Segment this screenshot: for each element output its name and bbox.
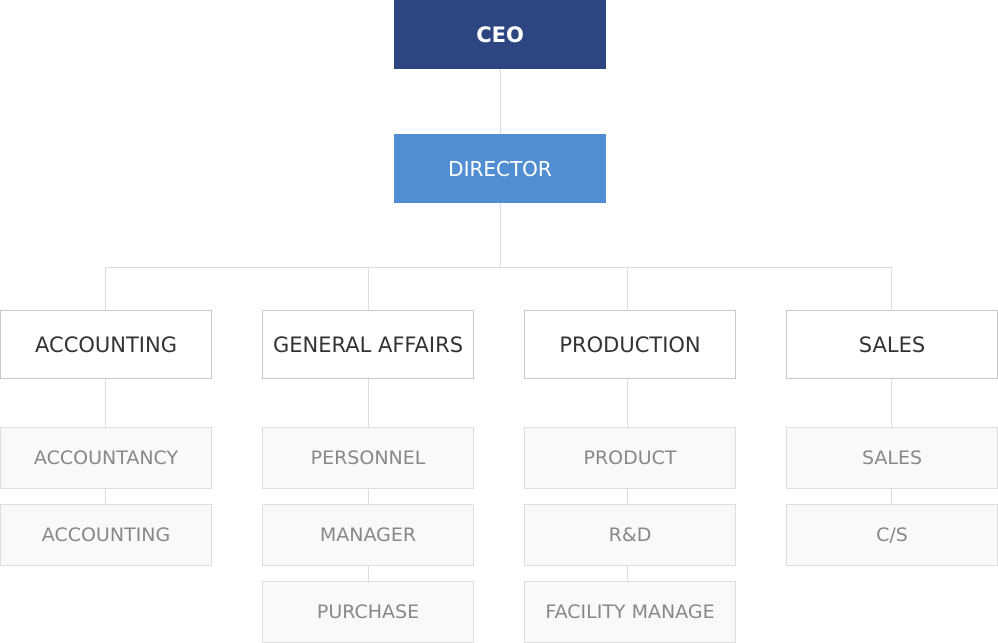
unit-facility-manage: FACILITY MANAGE: [524, 581, 736, 643]
ceo-box: CEO: [394, 0, 606, 69]
unit-accounting: ACCOUNTING: [0, 504, 212, 566]
department-sales: SALES: [786, 310, 998, 379]
unit-manager: MANAGER: [262, 504, 474, 566]
connector-drop-general-affairs: [368, 267, 369, 310]
unit-sales: SALES: [786, 427, 998, 489]
connector-ceo-director: [500, 69, 501, 134]
connector-drop-sales: [891, 267, 892, 310]
unit-personnel: PERSONNEL: [262, 427, 474, 489]
connector-director-trunk: [500, 203, 501, 267]
connector-drop-production: [627, 267, 628, 310]
unit-accountancy: ACCOUNTANCY: [0, 427, 212, 489]
connector-drop-accounting: [105, 267, 106, 310]
unit-product: PRODUCT: [524, 427, 736, 489]
director-box: DIRECTOR: [394, 134, 606, 203]
unit-r-and-d: R&D: [524, 504, 736, 566]
department-general-affairs: GENERAL AFFAIRS: [262, 310, 474, 379]
department-production: PRODUCTION: [524, 310, 736, 379]
unit-purchase: PURCHASE: [262, 581, 474, 643]
department-accounting: ACCOUNTING: [0, 310, 212, 379]
unit-c-s: C/S: [786, 504, 998, 566]
connector-horizontal-bar: [105, 267, 892, 268]
